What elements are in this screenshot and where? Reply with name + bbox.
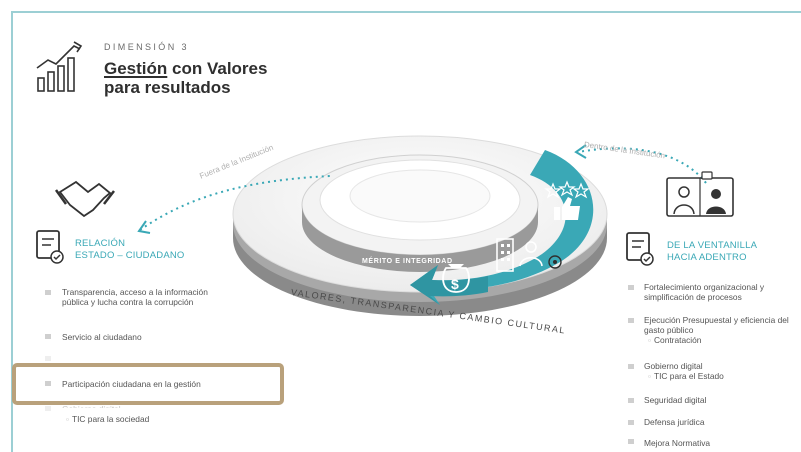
bullet <box>45 290 51 295</box>
bullet <box>628 439 634 444</box>
bullet <box>628 398 634 403</box>
left-item-participacion[interactable]: Participación ciudadana en la gestión <box>62 379 201 389</box>
bullet <box>45 356 51 361</box>
video-call-icon <box>666 171 734 217</box>
left-subitem-tic: ▫TIC para la sociedad <box>66 414 150 424</box>
right-item-seguridad: Seguridad digital <box>644 395 707 405</box>
right-section-title: DE LA VENTANILLA HACIA ADENTRO <box>667 240 757 264</box>
right-subitem-tic-estado-label: TIC para el Estado <box>653 371 724 381</box>
bullet <box>628 364 634 369</box>
left-subitem-tic-label: TIC para la sociedad <box>71 414 150 424</box>
frame-top-line <box>11 11 801 13</box>
right-subitem-contratacion: ▫Contratación <box>648 335 702 345</box>
title-con-valores: con Valores <box>167 59 268 78</box>
stars-thumbs-up-icon <box>544 180 590 220</box>
right-item-mejora-normativa: Mejora Normativa <box>644 438 711 448</box>
document-check-icon-right <box>626 232 654 266</box>
right-subitem-tic-estado: ▫TIC para el Estado <box>648 371 724 381</box>
left-title-line2: ESTADO – CIUDADANO <box>75 250 185 261</box>
left-item-transparencia: Transparencia, acceso a la información p… <box>62 287 208 307</box>
right-item-gobierno-digital: Gobierno digital <box>644 361 703 371</box>
left-item-servicio: Servicio al ciudadano <box>62 332 142 342</box>
page-title-line1: Gestión con Valores <box>104 59 267 79</box>
page-title-line2: para resultados <box>104 78 231 97</box>
left-section-title: RELACIÓN ESTADO – CIUDADANO <box>75 238 185 262</box>
bullet <box>45 334 51 339</box>
building-people-icon <box>496 238 562 272</box>
bullet <box>628 318 634 323</box>
inner-ring-label: MÉRITO E INTEGRIDAD <box>362 258 453 265</box>
inner-ring-side <box>302 205 538 272</box>
right-item-ejecucion: Ejecución Presupuestal y eficiencia del … <box>644 315 789 335</box>
highlight-box <box>12 363 284 405</box>
svg-text:$: $ <box>451 276 459 292</box>
dimension-label: DIMENSIÓN 3 <box>104 42 189 52</box>
right-item-defensa: Defensa jurídica <box>644 417 705 427</box>
title-gestion: Gestión <box>104 59 168 78</box>
bullet <box>628 285 634 290</box>
bullet <box>628 420 634 425</box>
document-check-icon-left <box>36 230 64 264</box>
money-bag-icon: $ <box>442 264 470 293</box>
handshake-icon <box>54 180 115 218</box>
right-title-line2: HACIA ADENTRO <box>667 252 747 263</box>
bullet <box>45 406 51 411</box>
left-title-line1: RELACIÓN <box>75 238 126 249</box>
teal-arrow-band <box>410 150 594 305</box>
bullet <box>45 381 51 386</box>
left-item-gobierno-digital: Gobierno digital <box>62 404 121 408</box>
right-title-line1: DE LA VENTANILLA <box>667 240 758 251</box>
frame-left-line <box>11 11 13 452</box>
right-subitem-contratacion-label: Contratación <box>653 335 702 345</box>
right-item-fortalecimiento: Fortalecimiento organizacional y simplif… <box>644 282 765 302</box>
bar-chart-growth-icon <box>36 41 83 92</box>
